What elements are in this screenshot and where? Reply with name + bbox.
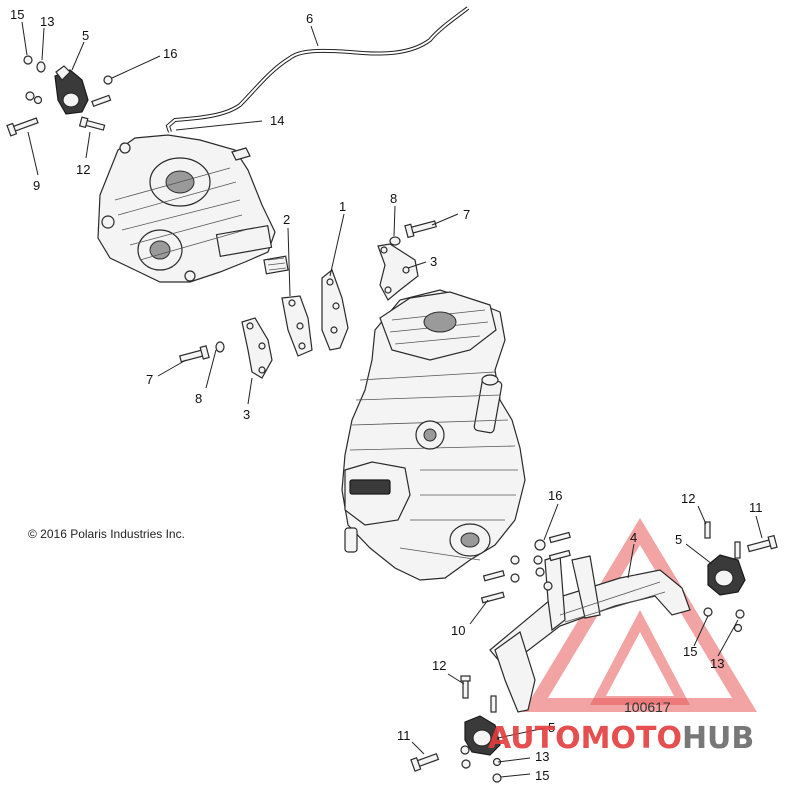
- callout-15-bottom: 15: [535, 768, 549, 783]
- callout-13-top: 13: [40, 14, 54, 29]
- callout-14: 14: [270, 113, 284, 128]
- callout-1: 1: [339, 199, 346, 214]
- watermark-text-part2: HUB: [682, 721, 754, 756]
- callout-15-right: 15: [683, 644, 697, 659]
- callout-13-bottom: 13: [535, 749, 549, 764]
- callout-2: 2: [283, 212, 290, 227]
- fasteners-right: [480, 521, 778, 633]
- watermark-text: AUTOMOTOHUB: [488, 721, 754, 756]
- copyright-notice: © 2016 Polaris Industries Inc.: [28, 527, 185, 541]
- callout-labels: 15 13 5 16 9 12 6 14 2 1 8 7 3 7 8 3 16 …: [10, 7, 763, 783]
- callout-3-right: 3: [430, 254, 437, 269]
- svg-text:AUTOMOTOHUB: AUTOMOTOHUB: [488, 721, 754, 756]
- plate-1: [321, 269, 349, 351]
- transmission-assembly: [97, 134, 289, 283]
- plate-3-right: [377, 243, 419, 301]
- callout-8-right: 8: [390, 191, 397, 206]
- callout-12-bottom: 12: [432, 658, 446, 673]
- callout-11-bottom: 11: [397, 728, 411, 743]
- watermark-text-part1: AUTOMOTO: [488, 721, 682, 756]
- callout-8-left: 8: [195, 391, 202, 406]
- callout-6: 6: [306, 11, 313, 26]
- shifter-cable: [165, 6, 470, 133]
- plate-2: [281, 295, 313, 357]
- callout-5-top: 5: [82, 28, 89, 43]
- callout-5-bottom: 5: [548, 720, 555, 735]
- callout-4: 4: [630, 530, 637, 545]
- callout-15-top: 15: [10, 7, 24, 22]
- fasteners-top-left: [6, 55, 113, 137]
- callout-7-right: 7: [463, 207, 470, 222]
- figure-number: 100617: [624, 699, 671, 715]
- callout-7-left: 7: [146, 372, 153, 387]
- callout-13-right: 13: [710, 656, 724, 671]
- fasteners-plates: [178, 220, 437, 363]
- callout-16-bottom: 16: [548, 488, 562, 503]
- callout-3-left: 3: [243, 407, 250, 422]
- callout-12-top: 12: [76, 162, 90, 177]
- engine-assembly: [341, 289, 526, 581]
- callout-16-top: 16: [163, 46, 177, 61]
- fasteners-bottom: [410, 675, 502, 783]
- mount-bracket-4: [489, 554, 691, 713]
- callout-5-right: 5: [675, 532, 682, 547]
- plate-3-left: [241, 317, 273, 379]
- callout-11-right: 11: [749, 500, 763, 515]
- callout-10: 10: [451, 623, 465, 638]
- watermark-logo: [523, 518, 757, 712]
- leader-lines: [21, 21, 763, 778]
- callout-9: 9: [33, 178, 40, 193]
- callout-12-right: 12: [681, 491, 695, 506]
